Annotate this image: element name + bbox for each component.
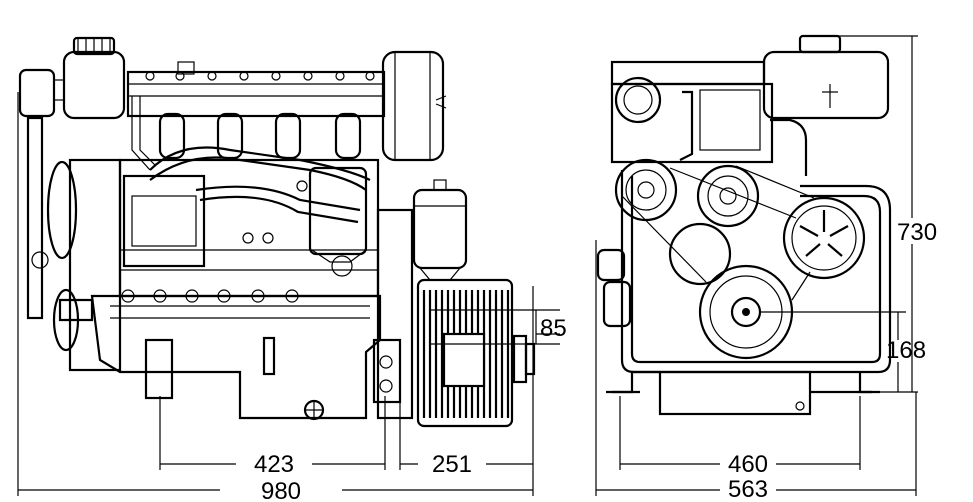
front-manifold [610,60,766,86]
dim-shaft-offset: 85 [540,315,567,342]
front-dimension-lines [595,35,918,496]
dim-overall-length: 980 [261,478,301,502]
dim-mount-spacing-side: 423 [254,451,294,478]
engine-block [118,158,380,298]
oil-sump [58,289,382,421]
dim-overall-height: 730 [897,219,937,246]
dim-overall-width: 563 [728,476,768,502]
dim-mount-spacing-front: 460 [728,451,768,478]
side-dimension-lines [17,92,560,496]
idler-pulley [668,222,732,286]
manifold [158,112,362,160]
starter-motor [596,248,632,328]
raw-water-pump [782,196,866,280]
dim-flywheel-housing: 251 [432,451,472,478]
thermostat-housing [18,68,56,118]
engine-side-view [18,36,536,428]
water-pump-pulley [696,164,760,228]
alternator [614,158,678,222]
dim-shaft-height: 168 [886,337,926,364]
front-head [610,82,774,164]
marine-gearbox [416,278,536,428]
rocker-cover [126,61,386,118]
frame-tube [620,170,892,374]
fuel-lines [131,96,371,224]
thermostat-outlet [614,76,662,124]
air-cleaner [381,50,447,162]
front-gear-case [26,116,122,372]
engine-front-view [596,34,892,416]
front-sump [606,370,880,416]
expansion-tank [62,36,126,120]
front-expansion-tank [762,34,890,120]
fuel-filter [412,179,468,281]
